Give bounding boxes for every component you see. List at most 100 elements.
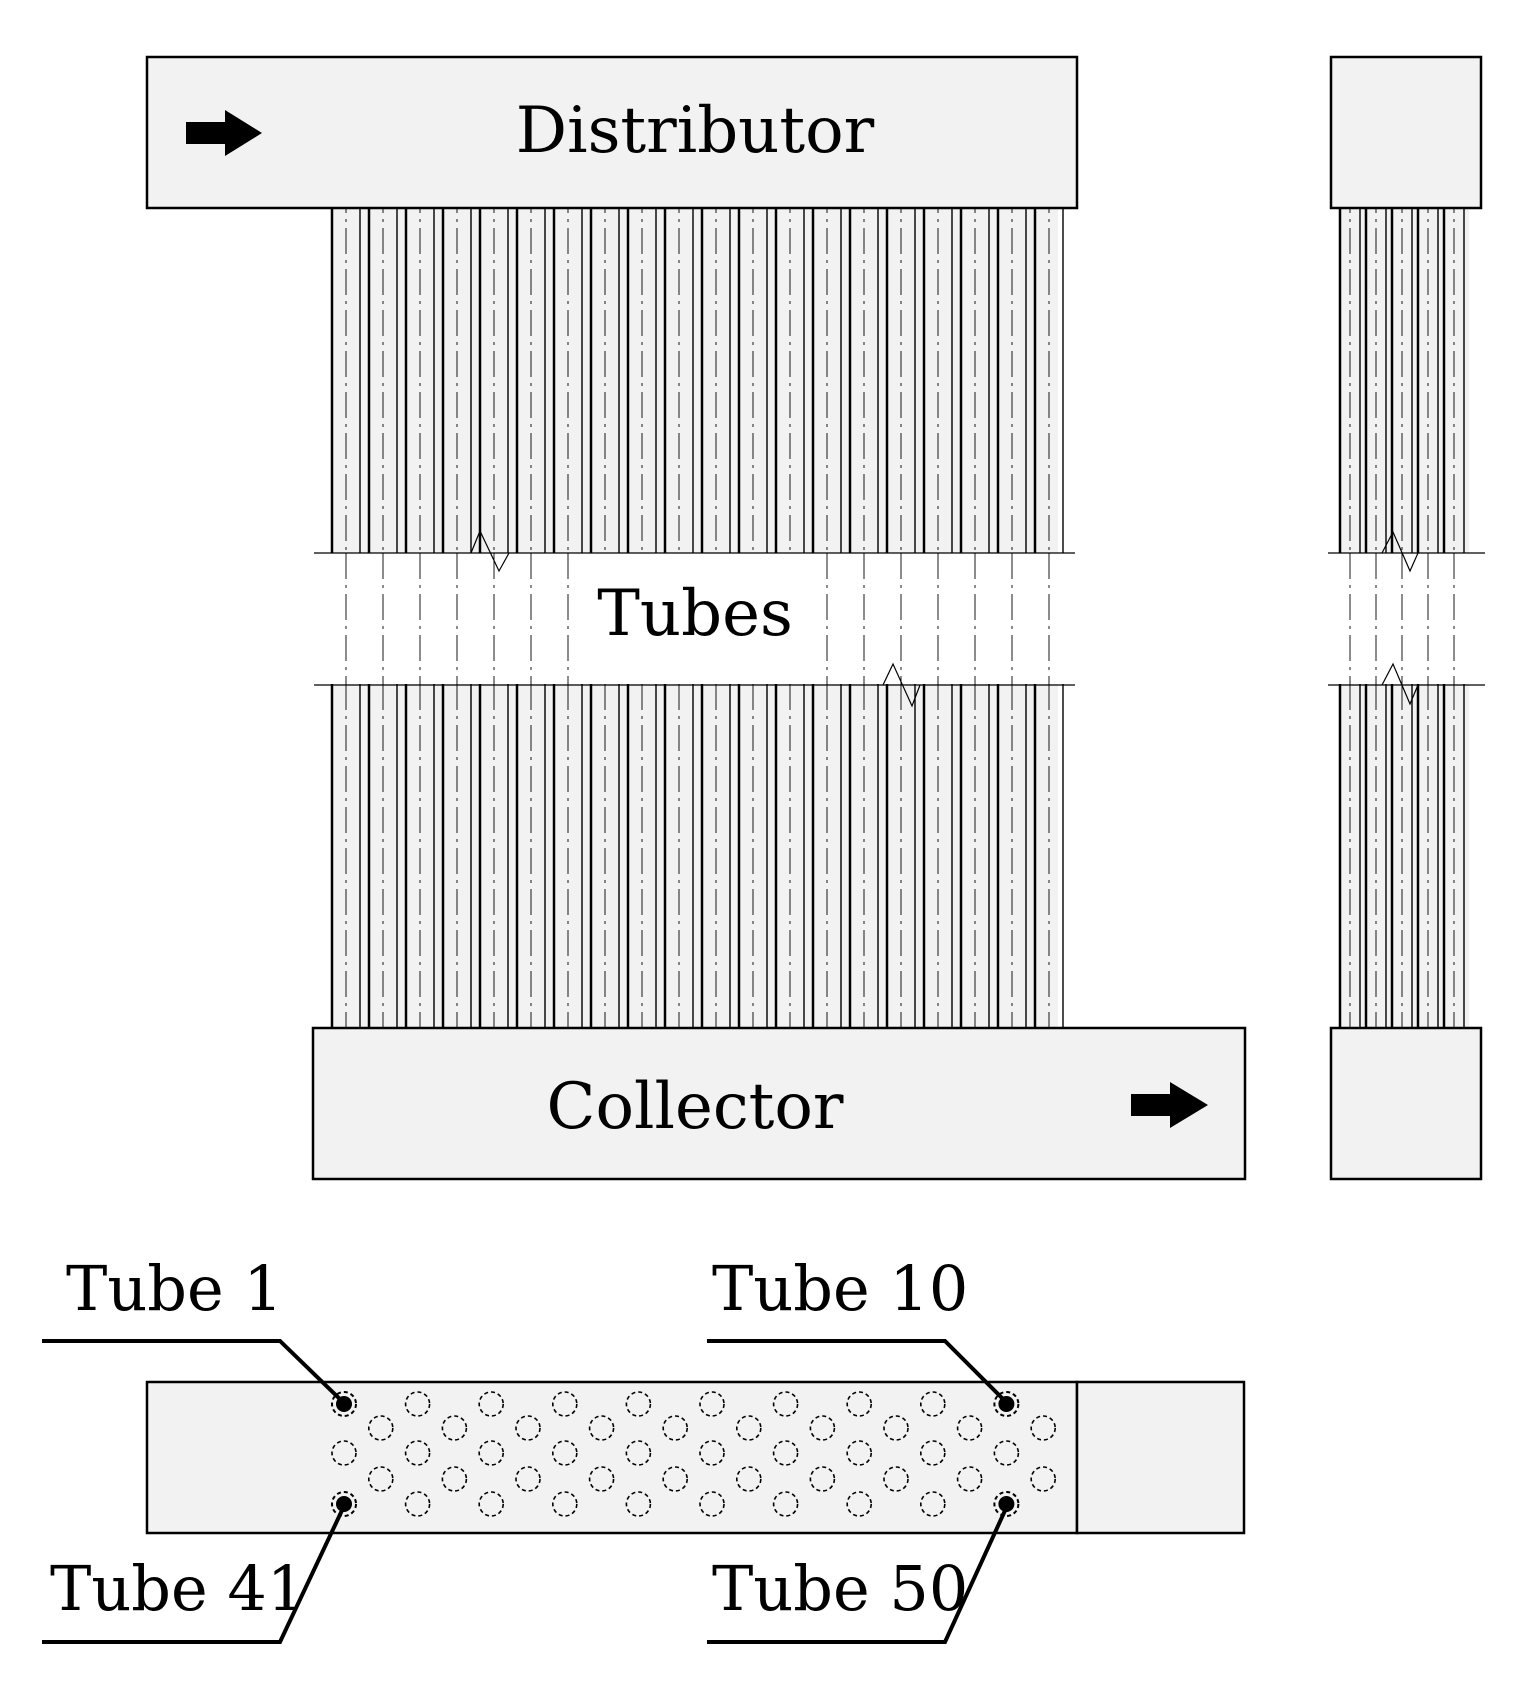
side-collector: [1329, 1026, 1483, 1181]
tube-circle: [588, 1415, 615, 1441]
tube: [663, 187, 694, 1048]
side-break-line-upper: [1328, 530, 1485, 573]
tube-circle: [625, 1391, 652, 1417]
tube: [404, 187, 435, 1048]
cross-section-body: [145, 1380, 1079, 1535]
tube-circle: [993, 1440, 1020, 1466]
tube-circle: [809, 1466, 836, 1492]
tube-circle: [551, 1391, 578, 1417]
tube: [811, 187, 842, 1048]
tube-circle: [588, 1466, 615, 1492]
side-tube: [1364, 187, 1387, 1048]
tube-1-label: Tube 1: [66, 1252, 283, 1325]
leader-tube-50: [707, 1503, 1010, 1644]
collector-header: Collector: [311, 1026, 1247, 1181]
side-bundle-lower: [1339, 684, 1469, 1028]
tube-41-label: Tube 41: [50, 1552, 306, 1625]
tube: [330, 187, 361, 1048]
collector-label: Collector: [547, 1070, 844, 1144]
side-view: [1328, 55, 1485, 1181]
tubes-label: Tubes: [597, 577, 793, 651]
right-arrow-icon: [186, 110, 262, 156]
leader-tube-10: [707, 1339, 1010, 1406]
side-bundle-upper: [1339, 207, 1469, 553]
tube: [700, 187, 731, 1048]
side-break-line-lower: [1328, 662, 1485, 706]
tube: [515, 187, 546, 1048]
tube-circle: [662, 1415, 689, 1441]
tube-10-label: Tube 10: [712, 1252, 968, 1325]
break-line-upper: [314, 529, 1075, 573]
tube: [441, 187, 472, 1048]
tube-circle: [883, 1466, 909, 1492]
tube-circle: [699, 1440, 725, 1466]
tube-50-label: Tube 50: [712, 1552, 968, 1625]
side-tube: [1416, 187, 1439, 1048]
side-distributor: [1329, 55, 1483, 210]
side-tube-lines: [1338, 187, 1465, 1048]
tube-circles: [331, 1391, 1056, 1517]
tube: [848, 187, 879, 1048]
tube-circle: [625, 1491, 652, 1517]
tube-circle: [809, 1415, 836, 1441]
tube-circle: [404, 1391, 431, 1417]
tube: [552, 187, 583, 1048]
tube-bundle-upper: [331, 207, 1058, 553]
tube-circle: [404, 1491, 431, 1517]
tube-circle: [919, 1491, 946, 1517]
tube-circle: [699, 1391, 725, 1417]
tube: [996, 187, 1027, 1048]
tube-circle: [772, 1440, 799, 1466]
tube-circle: [956, 1466, 983, 1492]
tube-circle: [699, 1491, 725, 1517]
tube-circle: [331, 1440, 357, 1466]
tube-circle: [846, 1440, 873, 1466]
tube: [626, 187, 657, 1048]
tube-circle: [478, 1491, 505, 1517]
tube-circle-marked: [993, 1491, 1020, 1517]
cross-section: Tube 1 Tube 10 Tube 41 Tube 50: [42, 1252, 1246, 1644]
tube-circle: [919, 1440, 946, 1466]
tube: [1033, 187, 1064, 1048]
tube: [589, 187, 620, 1048]
side-tube: [1390, 187, 1413, 1048]
tube-circle: [515, 1466, 541, 1492]
tube-circle: [625, 1440, 652, 1466]
tube-circle: [772, 1391, 799, 1417]
tube-circle-marked: [993, 1391, 1020, 1417]
break-line-lower: [314, 662, 1075, 708]
leader-tube-41: [42, 1503, 347, 1644]
tube-circle: [404, 1440, 431, 1466]
tube-circle-marked: [331, 1391, 357, 1417]
side-tube: [1442, 187, 1465, 1048]
tube-circle: [367, 1415, 394, 1441]
tube-circle: [551, 1440, 578, 1466]
tube-circle: [919, 1391, 946, 1417]
tube: [774, 187, 805, 1048]
tube-lines: [330, 187, 1064, 1048]
cross-section-end: [1075, 1380, 1246, 1535]
tube-circle: [515, 1415, 541, 1441]
front-view: Distributor Collector Tubes: [145, 55, 1247, 1181]
tube-circle: [1030, 1415, 1056, 1441]
tube-circle: [846, 1491, 873, 1517]
tube-circle: [662, 1466, 689, 1492]
tube-circle: [441, 1415, 468, 1441]
tube-circle: [772, 1491, 799, 1517]
right-arrow-icon: [1131, 1082, 1208, 1128]
tube-circle: [883, 1415, 909, 1441]
tubes-label-backdrop: [590, 575, 800, 655]
tube-circle: [846, 1391, 873, 1417]
tube: [478, 187, 509, 1048]
distributor-header: Distributor: [145, 55, 1079, 210]
distributor-label: Distributor: [516, 94, 875, 168]
tube-circle: [551, 1491, 578, 1517]
tube-circle: [1030, 1466, 1056, 1492]
tube-bundle-lower: [331, 684, 1058, 1028]
tube: [367, 187, 398, 1048]
tube: [737, 187, 768, 1048]
tube: [885, 187, 916, 1048]
tube-circle: [956, 1415, 983, 1441]
tube-circle: [441, 1466, 468, 1492]
